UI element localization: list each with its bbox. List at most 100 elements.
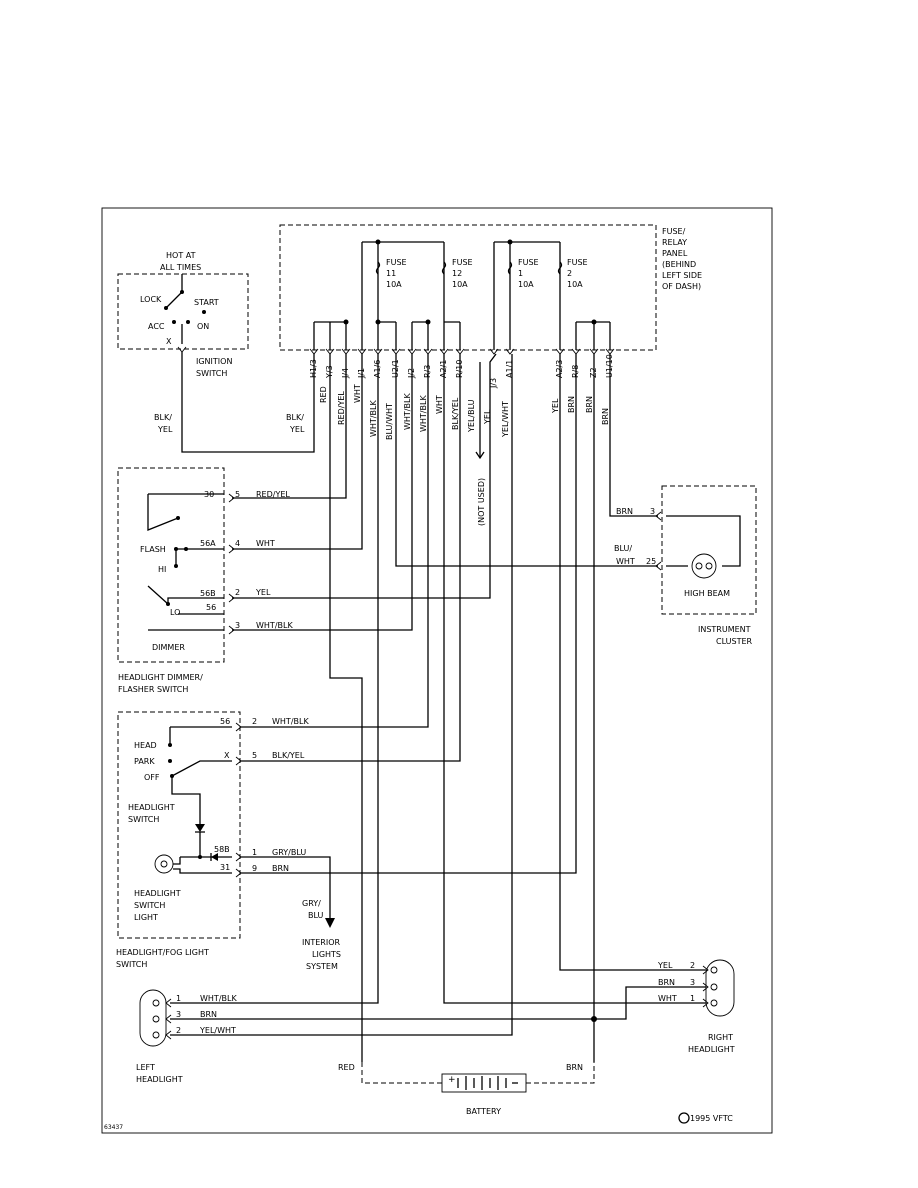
right-headlight: 2 3 1 YEL BRN WHT RIGHT HEADLIGHT: [657, 959, 735, 1054]
svg-text:INSTRUMENT: INSTRUMENT: [698, 625, 751, 634]
svg-text:FLASHER SWITCH: FLASHER SWITCH: [118, 685, 188, 694]
svg-text:BLU/WHT: BLU/WHT: [385, 403, 394, 440]
svg-text:BRN: BRN: [585, 396, 594, 413]
svg-text:LEFT: LEFT: [136, 1063, 155, 1072]
fuse-bus-left: [361, 239, 447, 350]
svg-text:10A: 10A: [452, 280, 468, 289]
svg-text:30: 30: [204, 490, 214, 499]
svg-text:HEADLIGHT: HEADLIGHT: [688, 1045, 735, 1054]
svg-text:RED: RED: [338, 1063, 355, 1072]
svg-text:5: 5: [252, 751, 257, 760]
svg-text:63437: 63437: [104, 1124, 123, 1131]
svg-text:FLASH: FLASH: [140, 545, 166, 554]
svg-text:BRN: BRN: [272, 864, 289, 873]
svg-text:(BEHIND: (BEHIND: [662, 260, 696, 269]
svg-text:A1/1: A1/1: [505, 360, 514, 378]
interior-lights: GRY/ BLU INTERIOR LIGHTS SYSTEM: [302, 899, 341, 971]
svg-text:2: 2: [252, 717, 257, 726]
svg-text:FUSE: FUSE: [567, 258, 588, 267]
svg-text:+: +: [448, 1075, 456, 1085]
svg-text:X: X: [166, 337, 172, 346]
svg-text:LIGHT: LIGHT: [134, 913, 158, 922]
svg-text:YEL: YEL: [483, 409, 492, 425]
svg-text:ACC: ACC: [148, 322, 165, 331]
svg-text:BRN: BRN: [200, 1010, 217, 1019]
fuse-relay-panel: FUSE/ RELAY PANEL (BEHIND LEFT SIDE OF D…: [279, 224, 702, 351]
svg-text:FUSE: FUSE: [518, 258, 539, 267]
svg-text:BRN: BRN: [601, 408, 610, 425]
ignition-switch: HOT AT ALL TIMES LOCK START ACC ON X IGN…: [117, 251, 305, 434]
svg-text:56A: 56A: [200, 539, 216, 548]
svg-text:WHT: WHT: [353, 384, 362, 403]
svg-text:1: 1: [252, 848, 257, 857]
svg-text:YEL: YEL: [255, 588, 271, 597]
svg-text:GRY/BLU: GRY/BLU: [272, 848, 306, 857]
svg-text:2: 2: [176, 1026, 181, 1035]
svg-text:OFF: OFF: [144, 773, 160, 782]
svg-text:RELAY: RELAY: [662, 238, 687, 247]
svg-text:YEL: YEL: [657, 961, 673, 970]
svg-text:HIGH BEAM: HIGH BEAM: [684, 589, 730, 598]
svg-text:BLU/: BLU/: [614, 544, 632, 553]
svg-text:1: 1: [518, 269, 523, 278]
svg-text:56: 56: [220, 717, 230, 726]
svg-text:10A: 10A: [386, 280, 402, 289]
svg-text:YEL: YEL: [289, 425, 305, 434]
wire-color-labels: RED RED/YEL WHT WHT/BLK BLU/WHT WHT/BLK …: [319, 384, 610, 526]
fuse-bus-right: [493, 239, 563, 350]
svg-text:4: 4: [235, 539, 240, 548]
svg-text:3: 3: [235, 621, 240, 630]
svg-text:RED/YEL: RED/YEL: [337, 391, 346, 425]
svg-text:HI: HI: [158, 565, 166, 574]
svg-text:RIGHT: RIGHT: [708, 1033, 733, 1042]
svg-text:LOCK: LOCK: [140, 295, 162, 304]
svg-text:WHT/BLK: WHT/BLK: [369, 400, 378, 437]
svg-text:OF DASH): OF DASH): [662, 282, 701, 291]
left-headlight: 1 3 2 WHT/BLK BRN YEL/WHT LEFT HEADLIGHT: [136, 989, 237, 1084]
diagram-frame: [101, 207, 773, 1134]
svg-text:YEL: YEL: [551, 398, 560, 414]
svg-text:10A: 10A: [567, 280, 583, 289]
svg-text:HEAD: HEAD: [134, 741, 157, 750]
svg-text:WHT: WHT: [616, 557, 635, 566]
svg-text:SYSTEM: SYSTEM: [306, 962, 338, 971]
fuse-2: FUSE 2 10A: [567, 258, 588, 289]
svg-text:58B: 58B: [214, 845, 230, 854]
svg-text:BRN: BRN: [616, 507, 633, 516]
svg-text:HEADLIGHT DIMMER/: HEADLIGHT DIMMER/: [118, 673, 203, 682]
svg-text:BLU: BLU: [308, 911, 324, 920]
svg-text:1: 1: [176, 994, 181, 1003]
svg-text:FUSE: FUSE: [386, 258, 407, 267]
fuse-1: FUSE 1 10A: [518, 258, 539, 289]
svg-text:YEL/BLU: YEL/BLU: [467, 399, 476, 433]
svg-text:WHT/BLK: WHT/BLK: [403, 393, 412, 430]
svg-text:ON: ON: [197, 322, 209, 331]
svg-text:25: 25: [646, 557, 656, 566]
svg-text:X: X: [224, 751, 230, 760]
svg-text:SWITCH: SWITCH: [116, 960, 147, 969]
svg-text:HEADLIGHT/FOG LIGHT: HEADLIGHT/FOG LIGHT: [116, 948, 209, 957]
fuse-11: FUSE 11 10A: [386, 258, 407, 289]
svg-text:9: 9: [252, 864, 257, 873]
svg-text:DIMMER: DIMMER: [152, 643, 185, 652]
svg-text:SWITCH: SWITCH: [134, 901, 165, 910]
svg-text:WHT: WHT: [658, 994, 677, 1003]
svg-text:ALL TIMES: ALL TIMES: [160, 263, 201, 272]
svg-text:YEL/WHT: YEL/WHT: [199, 1026, 236, 1035]
svg-text:BRN: BRN: [566, 1063, 583, 1072]
svg-text:FUSE/: FUSE/: [662, 227, 686, 236]
svg-text:1995 VFTC: 1995 VFTC: [690, 1114, 733, 1123]
svg-text:3: 3: [176, 1010, 181, 1019]
svg-text:3: 3: [650, 507, 655, 516]
svg-text:J/3: J/3: [489, 378, 498, 389]
svg-text:LEFT SIDE: LEFT SIDE: [662, 271, 702, 280]
svg-text:IGNITION: IGNITION: [196, 357, 232, 366]
fuse-12: FUSE 12 10A: [452, 258, 473, 289]
svg-text:FUSE: FUSE: [452, 258, 473, 267]
svg-text:3: 3: [690, 978, 695, 987]
svg-text:12: 12: [452, 269, 462, 278]
headlight-fog-switch: HEAD PARK OFF HEADLIGHT SWITCH HEADLIGHT…: [116, 711, 309, 969]
svg-text:BRN: BRN: [658, 978, 675, 987]
panel-jumpers: [313, 319, 611, 350]
battery: + RED BRN BATTERY: [338, 1062, 595, 1116]
